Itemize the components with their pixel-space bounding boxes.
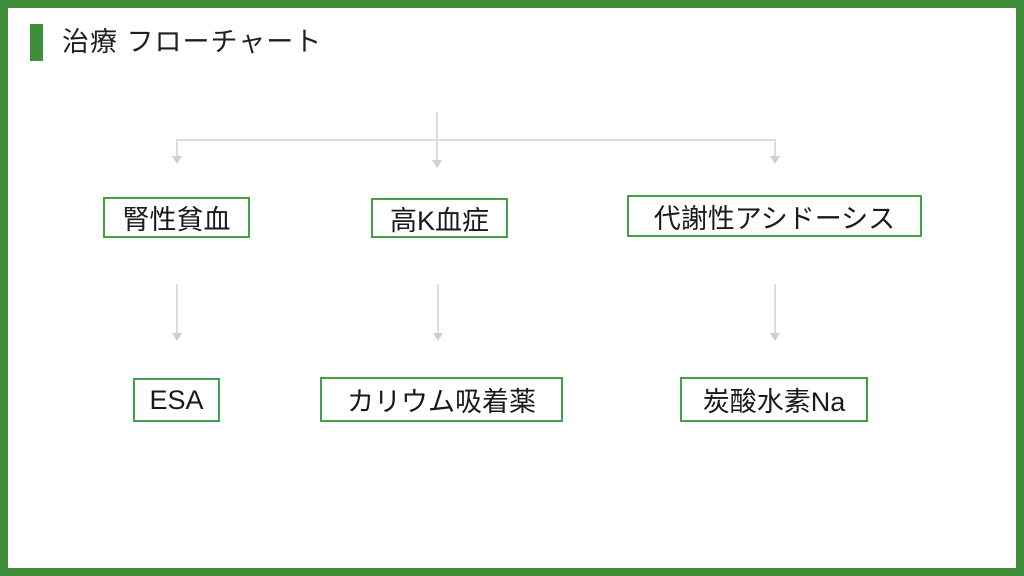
page-title: 治療 フローチャート [62,27,323,57]
connector-stem-line [436,112,438,160]
connector-drop-right-line [774,139,776,156]
node-renal-anemia: 腎性貧血 [103,197,250,238]
arrow-down-icon [770,156,780,164]
title-row: 治療 フローチャート [30,24,322,61]
arrow-down-icon [770,333,780,341]
connector-drop-left-line [176,139,178,156]
node-potassium-binder: カリウム吸着薬 [320,377,563,422]
node-esa: ESA [133,378,220,422]
connector-middle-line [437,284,439,333]
node-metabolic-acidosis: 代謝性アシドーシス [627,195,922,237]
connector-crossbar-line [176,139,776,141]
connector-right-line [774,284,776,333]
node-sodium-bicarbonate: 炭酸水素Na [680,377,868,422]
arrow-down-icon [433,333,443,341]
arrow-down-icon [172,156,182,164]
title-accent-bar [30,24,43,61]
connector-left-line [176,284,178,333]
arrow-down-icon [172,333,182,341]
node-hyperkalemia: 高K血症 [371,198,508,238]
arrow-down-icon [432,160,442,168]
